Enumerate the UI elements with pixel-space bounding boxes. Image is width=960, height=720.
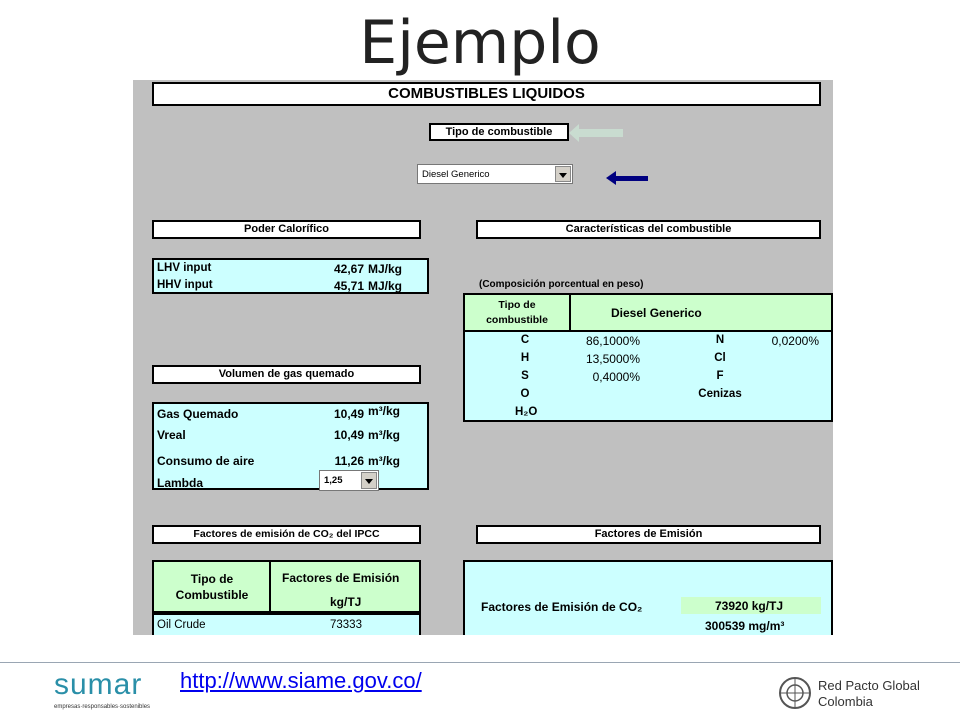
arrow-navy-icon [616, 176, 648, 181]
element-symbol: H [520, 352, 530, 364]
lhv-unit: MJ/kg [368, 262, 403, 276]
pacto-line2: Colombia [818, 694, 873, 709]
chevron-down-icon[interactable] [361, 472, 377, 489]
gas-quemado-value: 10,49 [333, 407, 364, 421]
element-symbol: Cl [714, 352, 726, 364]
siame-link[interactable]: http://www.siame.gov.co/ [180, 668, 422, 693]
emission-table: Factores de Emisión de CO₂ 73920 kg/TJ 3… [463, 560, 833, 635]
ipcc-col-fuel: Tipo de Combustible [175, 572, 249, 602]
fuel-select[interactable]: Diesel Generico [417, 164, 573, 184]
consumo-aire-unit: m³/kg [368, 454, 401, 468]
emission-label: Factores de Emisión de CO₂ [481, 600, 643, 614]
gas-volume-header: Volumen de gas quemado [152, 365, 421, 384]
element-symbol: C [520, 334, 530, 346]
emission-value-highlight [681, 597, 821, 614]
consumo-aire-value: 11,26 [334, 454, 364, 468]
lambda-label: Lambda [157, 476, 204, 490]
element-symbol: O [520, 388, 530, 400]
calorific-table: LHV input 42,67 MJ/kg HHV input 45,71 MJ… [152, 258, 429, 294]
lhv-label: LHV input [157, 262, 212, 274]
element-symbol: S [521, 370, 529, 382]
ipcc-value: 73333 [330, 619, 362, 631]
emission-header: Factores de Emisión [476, 525, 821, 544]
divider [269, 562, 271, 611]
element-percent: 13,5000% [585, 352, 640, 366]
hhv-value: 45,71 [333, 279, 364, 293]
fuel-select-value: Diesel Generico [422, 169, 490, 180]
ipcc-row: Oil Crude 73333 [152, 613, 421, 635]
lhv-value: 42,67 [333, 262, 364, 276]
fuel-type-header: Tipo de combustible [486, 299, 548, 326]
slide-title: Ejemplo [359, 8, 601, 78]
vreal-value: 10,49 [333, 428, 364, 442]
vreal-label: Vreal [157, 428, 186, 442]
calorific-header: Poder Calorífico [152, 220, 421, 239]
fuel-type-row: Tipo de combustible Diesel Generico [463, 293, 833, 332]
lambda-value: 1,25 [324, 475, 343, 486]
element-percent: 0,0200% [771, 334, 819, 348]
element-percent: 86,1000% [585, 334, 640, 348]
ipcc-col-factor: Factores de Emisión [282, 571, 400, 585]
ipcc-col-unit: kg/TJ [330, 595, 362, 609]
ipcc-header: Factores de emisión de CO₂ del IPCC [152, 525, 421, 544]
chevron-down-icon[interactable] [555, 166, 571, 182]
pacto-line1: Red Pacto Global [818, 678, 920, 693]
hhv-unit: MJ/kg [368, 279, 403, 293]
element-percent: 0,4000% [592, 370, 640, 384]
divider [569, 295, 571, 330]
sumar-logo: sumar empresas·responsables·sostenibles [54, 668, 164, 716]
emission-value2: 300539 mg/m³ [705, 619, 785, 633]
sumar-tagline: empresas·responsables·sostenibles [54, 704, 151, 710]
emission-value1: 73920 kg/TJ [715, 599, 784, 613]
element-symbol: Cenizas [698, 388, 742, 400]
consumo-aire-label: Consumo de aire [157, 454, 255, 468]
element-symbol: N [715, 334, 725, 346]
lambda-select[interactable]: 1,25 [319, 470, 379, 491]
composition-table: C 86,1000% H 13,5000% S 0,4000% O H₂O N 0,0200% C… [463, 330, 833, 422]
arrow-light-icon [575, 129, 623, 137]
gas-volume-table: Gas Quemado 10,49 m³/kg Vreal 10,49 m³/k… [152, 402, 429, 490]
spreadsheet-area: COMBUSTIBLES LIQUIDOS Tipo de combustibl… [133, 80, 833, 635]
pacto-global-logo: Red Pacto Global Colombia [778, 674, 938, 712]
arrow-navy-head-icon [606, 171, 616, 185]
footer-divider [0, 662, 960, 663]
hhv-label: HHV input [157, 279, 213, 291]
composition-subtitle: (Composición porcentual en peso) [479, 279, 644, 290]
gas-quemado-label: Gas Quemado [157, 407, 239, 421]
characteristics-header: Características del combustible [476, 220, 821, 239]
ipcc-fuel: Oil Crude [157, 619, 206, 631]
fuel-type-label: Tipo de combustible [429, 123, 569, 141]
sumar-logo-text: sumar [54, 668, 143, 701]
main-header: COMBUSTIBLES LIQUIDOS [152, 82, 821, 106]
element-symbol: H₂O [515, 406, 538, 418]
element-symbol: F [716, 370, 724, 382]
un-globe-icon [779, 677, 811, 709]
fuel-type-value: Diesel Generico [611, 306, 702, 320]
arrow-light-head-icon [569, 124, 579, 142]
vreal-unit: m³/kg [368, 428, 401, 442]
ipcc-header-row: Tipo de Combustible Factores de Emisión … [152, 560, 421, 613]
gas-quemado-unit: m³/kg [368, 404, 401, 418]
